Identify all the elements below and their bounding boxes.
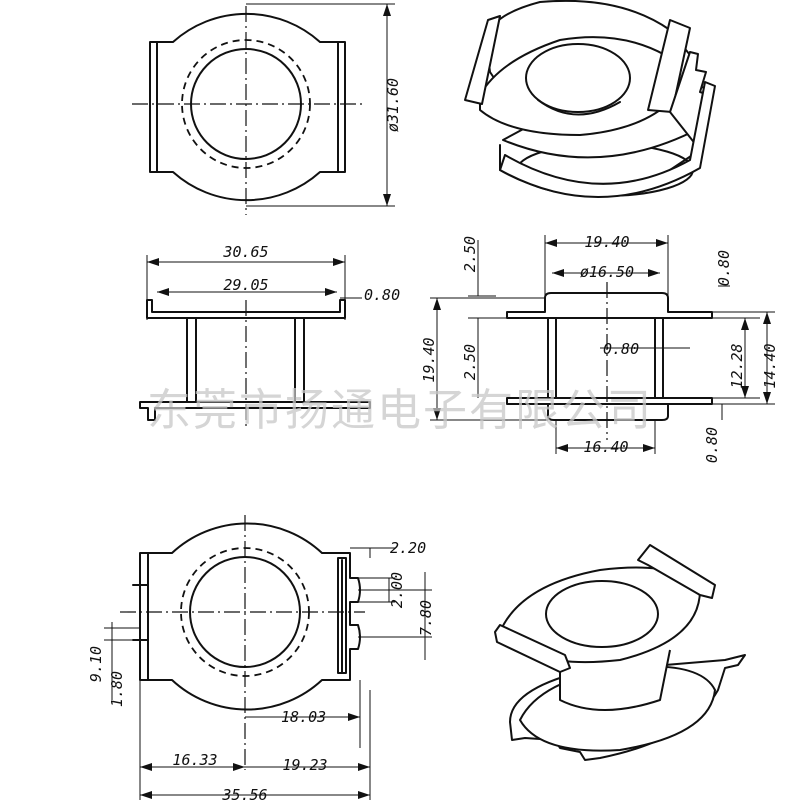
top-view-outline [149, 12, 346, 202]
iso-bottom-clip-right [637, 544, 716, 599]
iso-bottom-bore [545, 580, 659, 648]
bottom-view: 2.20 2.00 7.80 9.10 1.80 18.03 16.33 19.… [87, 515, 435, 801]
bottom-view-pin-offset-label: 1.80 [108, 671, 126, 707]
side-view-wall-label: 0.80 [603, 340, 639, 358]
company-watermark: 东莞市扬通电子有限公司 [147, 385, 653, 436]
side-view-total-height-label: 19.40 [420, 337, 438, 382]
iso-view-bottom [494, 544, 746, 761]
top-view-diameter-label: ø31.60 [384, 78, 402, 132]
front-view-bottom-flange [139, 401, 371, 421]
side-view-top-flange [506, 292, 713, 319]
bottom-view-pin-pitch-label: 9.10 [87, 646, 105, 682]
iso-top-bore [525, 43, 631, 113]
bottom-view-outline [139, 522, 361, 711]
side-view-bottom-thickness-label: 0.80 [703, 427, 721, 463]
side-view-inner-diameter-label: ø16.50 [580, 263, 634, 281]
front-view: 30.65 29.05 0.80 [139, 243, 400, 430]
side-view-window-height-label: 12.28 [728, 343, 746, 388]
bottom-view-slot-span-label: 7.80 [417, 600, 435, 636]
side-view-top-width-label: 19.40 [584, 233, 629, 251]
bottom-view-slot-top-label: 2.20 [390, 539, 426, 557]
side-view-height-label: 14.40 [761, 343, 779, 388]
front-view-width-inner-label: 29.05 [223, 276, 268, 294]
bottom-view-overall-label: 35.56 [221, 786, 267, 801]
front-view-width-outer-label: 30.65 [222, 243, 268, 261]
side-view-flange-height-label: 2.50 [461, 236, 479, 272]
side-view-bottom-width-label: 16.40 [583, 438, 628, 456]
side-view-top-thickness-label: 0.80 [715, 250, 733, 286]
iso-bottom-clip-left [494, 624, 571, 673]
top-view: ø31.60 [132, 3, 402, 215]
bottom-view-right-label: 19.23 [282, 756, 327, 774]
side-view: 19.40 ø16.50 2.50 19.40 2.50 0.80 0.80 [420, 233, 779, 463]
front-view-thickness-label: 0.80 [364, 286, 400, 304]
iso-view-top [464, 0, 716, 198]
bottom-view-radius-label: 18.03 [281, 708, 326, 726]
side-view-core-offset-label: 2.50 [461, 344, 479, 380]
bottom-view-left-label: 16.33 [172, 751, 217, 769]
